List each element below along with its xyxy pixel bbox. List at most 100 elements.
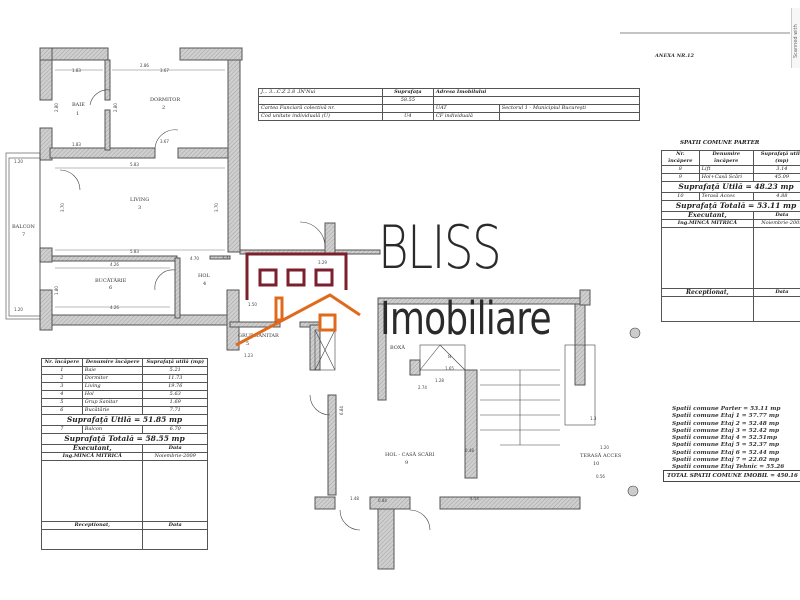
room-number: 3 bbox=[138, 205, 141, 211]
cell: Sectorul 1 - Municipiul Bucureşti bbox=[498, 104, 641, 113]
receptionat-label: Receptionat, bbox=[40, 521, 144, 530]
table-row bbox=[661, 227, 800, 289]
summary-line: Spatii comune Etaj 1 = 57.77 mp bbox=[672, 413, 780, 420]
dimension: 1.23 bbox=[244, 353, 253, 358]
summary-line: Spatii comune Etaj 5 = 52.37 mp bbox=[672, 442, 780, 449]
total-area: Suprafaţă Totală = 53.11 mp bbox=[661, 200, 800, 212]
dimension: 1.83 bbox=[72, 68, 81, 73]
table-cell: 5.63 bbox=[142, 390, 208, 399]
table-row: Suprafaţă Utilă = 51.85 mp bbox=[41, 414, 208, 426]
dimension: 3.29 bbox=[318, 260, 327, 265]
cell: Adresa Imobilului bbox=[432, 88, 641, 97]
table-cell bbox=[752, 296, 800, 322]
room-label-balcon: BALCON bbox=[12, 224, 36, 230]
dimension: 4.26 bbox=[110, 262, 119, 267]
room-number: 5 bbox=[246, 341, 249, 347]
table-cell bbox=[432, 96, 641, 105]
table-cell: 7 bbox=[41, 425, 83, 434]
date-label: Data bbox=[752, 211, 800, 220]
room-number: 2 bbox=[162, 105, 165, 111]
table-cell: 10 bbox=[661, 192, 700, 201]
dimension: 1.48 bbox=[350, 496, 359, 501]
dimension: 4.54 bbox=[470, 496, 479, 501]
dimension: 3.70 bbox=[60, 203, 65, 212]
room-label-hol: HOL bbox=[198, 273, 210, 279]
table-row: Executant,Data bbox=[40, 444, 208, 453]
table-cell: 5.21 bbox=[142, 366, 208, 375]
table-cell bbox=[498, 112, 641, 121]
summary-line: Spatii comune Etaj 2 = 52.48 mp bbox=[672, 420, 780, 427]
executant-label: Executant, bbox=[40, 444, 144, 453]
room-label-baie: BAIE bbox=[72, 102, 85, 108]
table-cell: 8 bbox=[661, 165, 700, 174]
table-cell bbox=[258, 96, 383, 105]
dimension: 2.80 bbox=[113, 103, 118, 112]
dimension: 1.20 bbox=[600, 445, 609, 450]
dimension-lines bbox=[55, 69, 225, 308]
executant-label: Executant, bbox=[661, 211, 754, 220]
dimension: 1.50 bbox=[248, 302, 257, 307]
cell: Suprafaţa bbox=[381, 88, 434, 97]
cell: CF individuală bbox=[432, 112, 500, 121]
table-cell: Lift bbox=[698, 165, 754, 174]
table-cell: 6.70 bbox=[142, 425, 208, 434]
cell: U4 bbox=[381, 112, 434, 121]
table-cell: Living bbox=[81, 382, 144, 391]
table-row: 58.55 bbox=[258, 96, 641, 105]
dimension: 5.83 bbox=[130, 249, 139, 254]
total-area: Suprafaţă Totală = 58.55 mp bbox=[41, 433, 208, 445]
annex-label: ANEXA NR.12 bbox=[655, 53, 695, 59]
room-labels: BAIE 1 DORMITOR 2 LIVING 3 HOL 4 BUCĂTĂR… bbox=[12, 97, 622, 467]
useful-area-total: Suprafaţă Utilă = 51.85 mp bbox=[41, 414, 208, 426]
room-number: 8 bbox=[448, 354, 451, 360]
receptionat-label: Receptionat, bbox=[661, 288, 754, 297]
table-cell: 4 bbox=[41, 390, 83, 399]
common-areas-summary: Spatii comune Parter = 53.11 mp Spatii c… bbox=[672, 406, 784, 472]
room-number: 4 bbox=[203, 281, 206, 287]
table-cell: 7.71 bbox=[142, 406, 208, 415]
dimension: 2.80 bbox=[54, 103, 59, 112]
summary-line: Spatii comune Etaj 4 = 52.51mp bbox=[672, 435, 777, 442]
table-row bbox=[40, 529, 208, 550]
table-row: Suprafaţă Totală = 58.55 mp bbox=[41, 433, 208, 445]
cell: 58.55 bbox=[381, 96, 434, 105]
dimension: 3.37 bbox=[222, 255, 231, 260]
room-number: 7 bbox=[22, 232, 25, 238]
table-cell bbox=[142, 529, 208, 550]
table-cell bbox=[40, 460, 144, 522]
table-cell bbox=[381, 104, 434, 113]
table-cell bbox=[142, 460, 208, 522]
date-label: Data bbox=[752, 288, 800, 297]
table-cell: 19.76 bbox=[142, 382, 208, 391]
cell: UAT bbox=[432, 104, 500, 113]
dimension: 1.20 bbox=[14, 307, 23, 312]
table-cell bbox=[661, 227, 754, 289]
executant-name: Ing.MINCĂ MITRICĂ bbox=[40, 452, 144, 461]
header: Suprafaţă utilă (mp) bbox=[752, 150, 800, 166]
room-label-grup-sanitar: GRUP SANITAR bbox=[238, 333, 279, 339]
dimension: 3.67 bbox=[160, 139, 169, 144]
table-cell: Baie bbox=[81, 366, 144, 375]
scanner-badge: Scanned with bbox=[791, 8, 800, 68]
room-label-living: LIVING bbox=[130, 197, 149, 203]
common-table-title: SPATII COMUNE PARTER bbox=[680, 140, 760, 146]
table-cell: 9 bbox=[661, 173, 700, 182]
cell: Cartea Funciară colectivă nr. bbox=[258, 104, 383, 113]
table-cell: 4.88 bbox=[752, 192, 800, 201]
table-cell: 2 bbox=[41, 374, 83, 383]
summary-line: Spatii comune Etaj 6 = 52.44 mp bbox=[672, 449, 780, 456]
header: Suprafaţă utilă (mp) bbox=[142, 358, 208, 367]
table-cell: 3.14 bbox=[752, 165, 800, 174]
header: Denumire încăpere bbox=[698, 150, 754, 166]
dimension: 1.80 bbox=[54, 286, 59, 295]
